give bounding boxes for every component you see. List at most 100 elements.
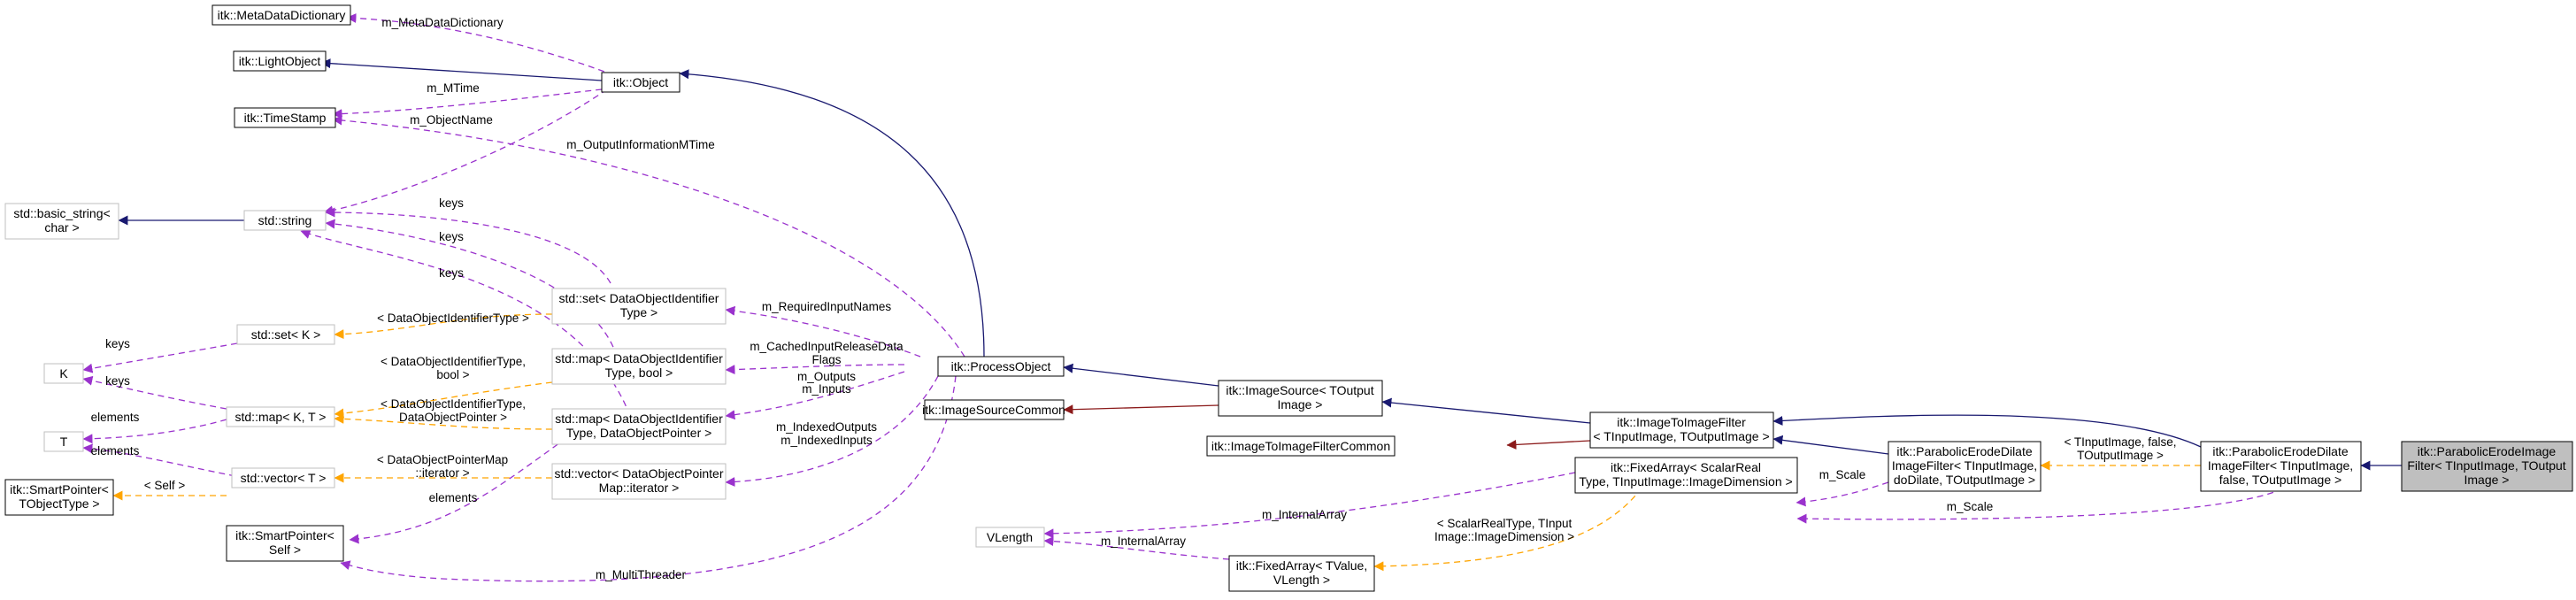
svg-text:K: K [59, 366, 68, 381]
edge-label-doitypedop: < DataObjectIdentifierType,DataObjectPoi… [381, 397, 526, 424]
edge-object-to-string [323, 88, 608, 216]
svg-text:itk::SmartPointer<TObjectType: itk::SmartPointer<TObjectType > [10, 482, 109, 511]
svg-text:std::set< K >: std::set< K > [251, 327, 321, 342]
edge-label-doitype: < DataObjectIdentifierType > [377, 312, 529, 325]
edge-processobject-to-spself [340, 375, 957, 582]
edge-pedif-to-fixedarray1 [1796, 488, 2284, 524]
edge-label-tinputfalse: < TInputImage, false,TOutputImage > [2065, 435, 2177, 462]
edges [82, 12, 2402, 582]
class-node-imagetoimagefiltercommon[interactable]: itk::ImageToImageFilterCommon [1206, 435, 1396, 457]
class-node-set-k[interactable]: std::set< K > [236, 324, 335, 345]
class-node-imagesourcecommon[interactable]: itk::ImageSourceCommon [922, 399, 1065, 420]
svg-text:std::string: std::string [258, 213, 312, 227]
edge-processobject-to-setdoi [725, 305, 921, 358]
edge-label-mtime: m_MTime [427, 81, 480, 95]
edge-mapbool-to-string [325, 219, 620, 368]
svg-text:std::vector< DataObjectPointer: std::vector< DataObjectPointerMap::itera… [554, 466, 723, 495]
svg-text:std::set< DataObjectIdentifier: std::set< DataObjectIdentifierType > [559, 291, 719, 319]
svg-text:itk::FixedArray< ScalarRealTyp: itk::FixedArray< ScalarRealType, TInputI… [1579, 460, 1792, 488]
svg-text:itk::LightObject: itk::LightObject [239, 54, 321, 68]
edge-pedif-to-i2if [1772, 414, 2202, 448]
class-node-metadatadictionary[interactable]: itk::MetaDataDictionary [211, 4, 351, 26]
class-node-map-kt[interactable]: std::map< K, T > [226, 406, 335, 427]
svg-text:std::map< K, T >: std::map< K, T > [235, 410, 327, 424]
svg-text:T: T [60, 435, 68, 449]
edge-object-to-lightobject [320, 58, 603, 81]
edge-mapdop-to-mapkt [334, 413, 553, 430]
edge-label-keys-4: keys [105, 337, 130, 350]
svg-text:itk::ProcessObject: itk::ProcessObject [951, 359, 1051, 373]
edge-fixedarray1-to-vlength [1043, 472, 1576, 539]
class-node-lightobject[interactable]: itk::LightObject [233, 50, 327, 72]
edge-label-internal-2: m_InternalArray [1101, 535, 1186, 548]
class-node-object[interactable]: itk::Object [601, 72, 681, 93]
edge-pedit-to-i2if [1772, 435, 1889, 455]
class-node-processobject[interactable]: itk::ProcessObject [937, 356, 1065, 377]
svg-text:std::map< DataObjectIdentifier: std::map< DataObjectIdentifierType, bool… [555, 351, 723, 380]
edge-label-multithreader: m_MultiThreader [596, 568, 687, 581]
edge-setdoi-to-setk [334, 313, 553, 340]
svg-text:itk::Object: itk::Object [613, 75, 668, 89]
edge-mapkt-to-k [82, 375, 227, 410]
svg-text:itk::TimeStamp: itk::TimeStamp [244, 111, 327, 125]
edge-label-outputinfo: m_OutputInformationMTime [566, 138, 715, 151]
edge-label-keys-5: keys [105, 374, 130, 388]
edge-pedit-to-fixedarray1 [1796, 481, 1889, 507]
edge-processobject-to-object [679, 69, 985, 358]
svg-text:itk::ImageSource< TOutputImage: itk::ImageSource< TOutputImage > [1226, 383, 1373, 412]
edge-label-self: < Self > [144, 479, 186, 492]
class-node-vector-t[interactable]: std::vector< T > [231, 467, 335, 488]
class-node-imagetoimagefilter[interactable]: itk::ImageToImageFilter< TInputImage, TO… [1589, 412, 1774, 449]
edge-label-keys-1: keys [439, 196, 464, 210]
class-node-k[interactable]: K [43, 363, 84, 384]
edge-label-elements-3: elements [429, 491, 478, 504]
edge-label-elements-1: elements [91, 411, 140, 424]
edge-processobject-to-mapbool [725, 364, 905, 375]
nodes: itk::MetaDataDictionary itk::LightObject… [4, 4, 2573, 592]
edge-setdoi-to-string [325, 207, 611, 284]
edge-mapkt-to-t [82, 419, 227, 444]
edge-imgsource-to-imgsrccommon [1063, 404, 1219, 415]
edge-label-keys-2: keys [439, 230, 464, 243]
class-node-fixedarray-tvalue[interactable]: itk::FixedArray< TValue,VLength > [1228, 555, 1375, 592]
class-node-vlength[interactable]: VLength [975, 527, 1045, 548]
svg-text:std::map< DataObjectIdentifier: std::map< DataObjectIdentifierType, Data… [555, 412, 723, 440]
edge-label-doitypebool: < DataObjectIdentifierType,bool > [381, 355, 526, 381]
edge-label-reqinput: m_RequiredInputNames [762, 300, 892, 313]
edge-fixedarray2-to-vlength [1043, 536, 1230, 560]
svg-text:std::vector< T >: std::vector< T > [241, 471, 327, 485]
edge-label-elements-2: elements [91, 444, 140, 458]
edge-labels: m_MetaDataDictionary m_MTime m_ObjectNam… [91, 16, 2177, 581]
svg-text:itk::ImageToImageFilter< TInpu: itk::ImageToImageFilter< TInputImage, TO… [1593, 415, 1769, 443]
edge-label-objectname: m_ObjectName [410, 113, 493, 127]
class-node-string[interactable]: std::string [243, 210, 327, 231]
class-node-t[interactable]: T [43, 431, 84, 452]
class-node-smartpointer-self[interactable]: itk::SmartPointer<Self > [226, 525, 344, 562]
edge-label-internal-1: m_InternalArray [1262, 508, 1347, 521]
edge-object-to-metadict [346, 12, 615, 76]
class-node-smartpointer-objecttype[interactable]: itk::SmartPointer<TObjectType > [4, 479, 114, 516]
edge-vectort-to-t [82, 443, 236, 477]
svg-text:itk::SmartPointer<Self >: itk::SmartPointer<Self > [235, 528, 334, 557]
class-node-timestamp[interactable]: itk::TimeStamp [234, 107, 336, 128]
svg-text:itk::MetaDataDictionary: itk::MetaDataDictionary [218, 8, 346, 22]
class-node-basic-string[interactable]: std::basic_string<char > [4, 203, 119, 240]
edge-setk-to-k [82, 342, 238, 373]
edge-label-metadictionary: m_MetaDataDictionary [381, 16, 504, 29]
svg-text:itk::ImageSourceCommon: itk::ImageSourceCommon [922, 403, 1065, 417]
